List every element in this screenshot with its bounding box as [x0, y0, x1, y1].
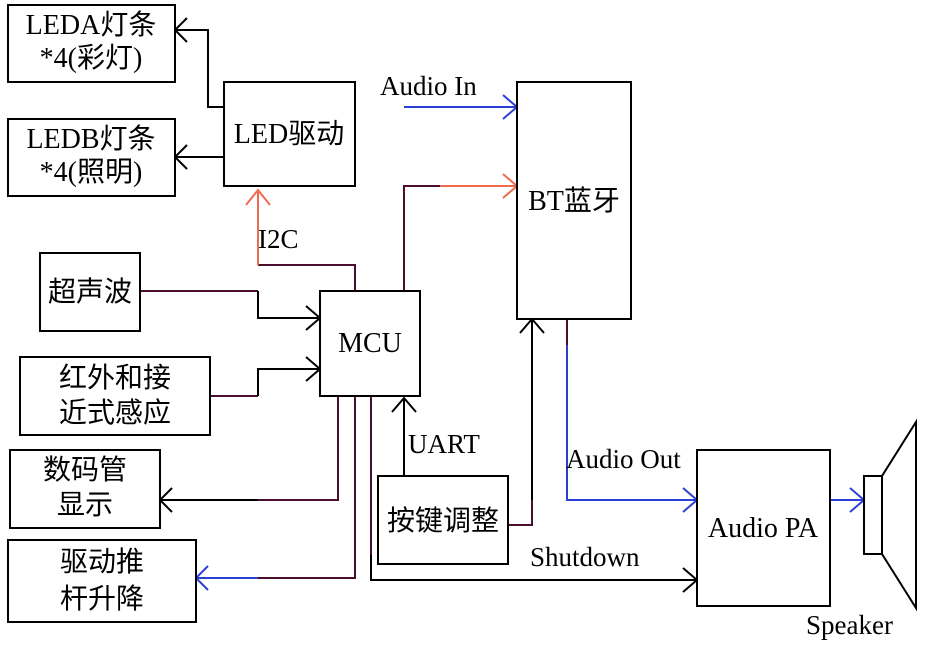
led-driver-outputs [173, 17, 224, 170]
led-driver-block: LED驱动 [223, 81, 356, 187]
led-driver-label: LED驱动 [234, 119, 344, 150]
audio-pa-label: Audio PA [708, 513, 819, 544]
speaker-icon [863, 418, 917, 612]
ir-to-mcu [210, 356, 322, 397]
leda-block: LEDA灯条 *4(彩灯) [7, 4, 176, 83]
actuator-label-1: 驱动推 [60, 546, 144, 578]
audio-out-label: Audio Out [566, 444, 681, 474]
mcu-to-actuator [194, 396, 356, 591]
leda-label-2: *4(彩灯) [40, 42, 143, 74]
ledb-label-1: LEDB灯条 [26, 123, 155, 155]
audio-pa-block: Audio PA [696, 449, 831, 607]
mcu-label: MCU [338, 328, 402, 359]
keypad-block: 按键调整 [377, 475, 509, 565]
i2c-link [245, 188, 356, 291]
bt-label: BT蓝牙 [528, 185, 620, 217]
uart-label: UART [408, 429, 480, 459]
ir-sensor-label-2: 近式感应 [59, 397, 171, 429]
ir-sensor-label-1: 红外和接 [59, 362, 171, 394]
pa-to-speaker [830, 487, 866, 513]
ledb-block: LEDB灯条 *4(照明) [7, 118, 176, 197]
actuator-block: 驱动推 杆升降 [7, 539, 197, 623]
audio-in-label: Audio In [380, 71, 477, 101]
bt-block: BT蓝牙 [516, 81, 632, 320]
ultrasonic-to-mcu [140, 290, 322, 331]
mcu-block: MCU [319, 290, 421, 397]
digit-display-label-1: 数码管 [43, 454, 127, 486]
keypad-label: 按键调整 [387, 505, 499, 537]
i2c-label: I2C [258, 224, 299, 254]
leda-label-1: LEDA灯条 [26, 9, 157, 41]
speaker-label: Speaker [806, 610, 893, 640]
keypad-to-bt [508, 317, 545, 526]
ir-sensor-block: 红外和接 近式感应 [19, 356, 211, 436]
digit-display-block: 数码管 显示 [9, 449, 161, 529]
shutdown-label: Shutdown [530, 542, 640, 572]
uart-link [391, 396, 417, 476]
ultrasonic-block: 超声波 [39, 252, 141, 332]
mcu-to-bt [403, 173, 519, 291]
actuator-label-2: 杆升降 [60, 583, 144, 615]
audio-out-link [566, 319, 699, 513]
ultrasonic-label: 超声波 [48, 276, 132, 308]
digit-display-label-2: 显示 [57, 490, 113, 521]
ledb-label-2: *4(照明) [40, 157, 143, 188]
